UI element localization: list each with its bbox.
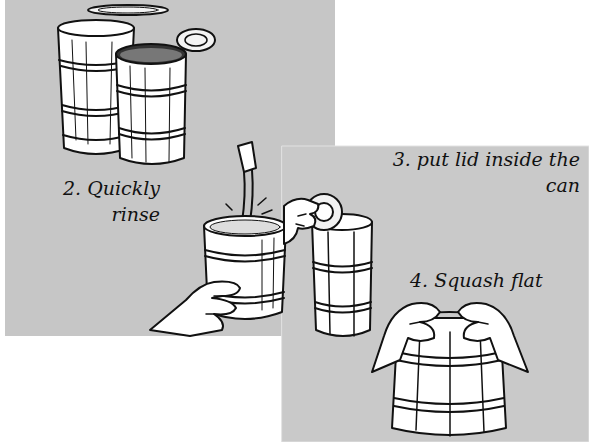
step-label: 4. Squash flat bbox=[410, 268, 543, 294]
step-label: 3. put lid inside the can bbox=[362, 147, 580, 198]
hand bbox=[284, 199, 318, 244]
can bbox=[312, 214, 372, 336]
hand bbox=[150, 282, 240, 336]
hand bbox=[372, 303, 528, 372]
can bbox=[116, 44, 186, 164]
panel bbox=[282, 146, 589, 442]
step-label: 2. Quickly rinse bbox=[28, 176, 160, 227]
water bbox=[226, 142, 272, 222]
